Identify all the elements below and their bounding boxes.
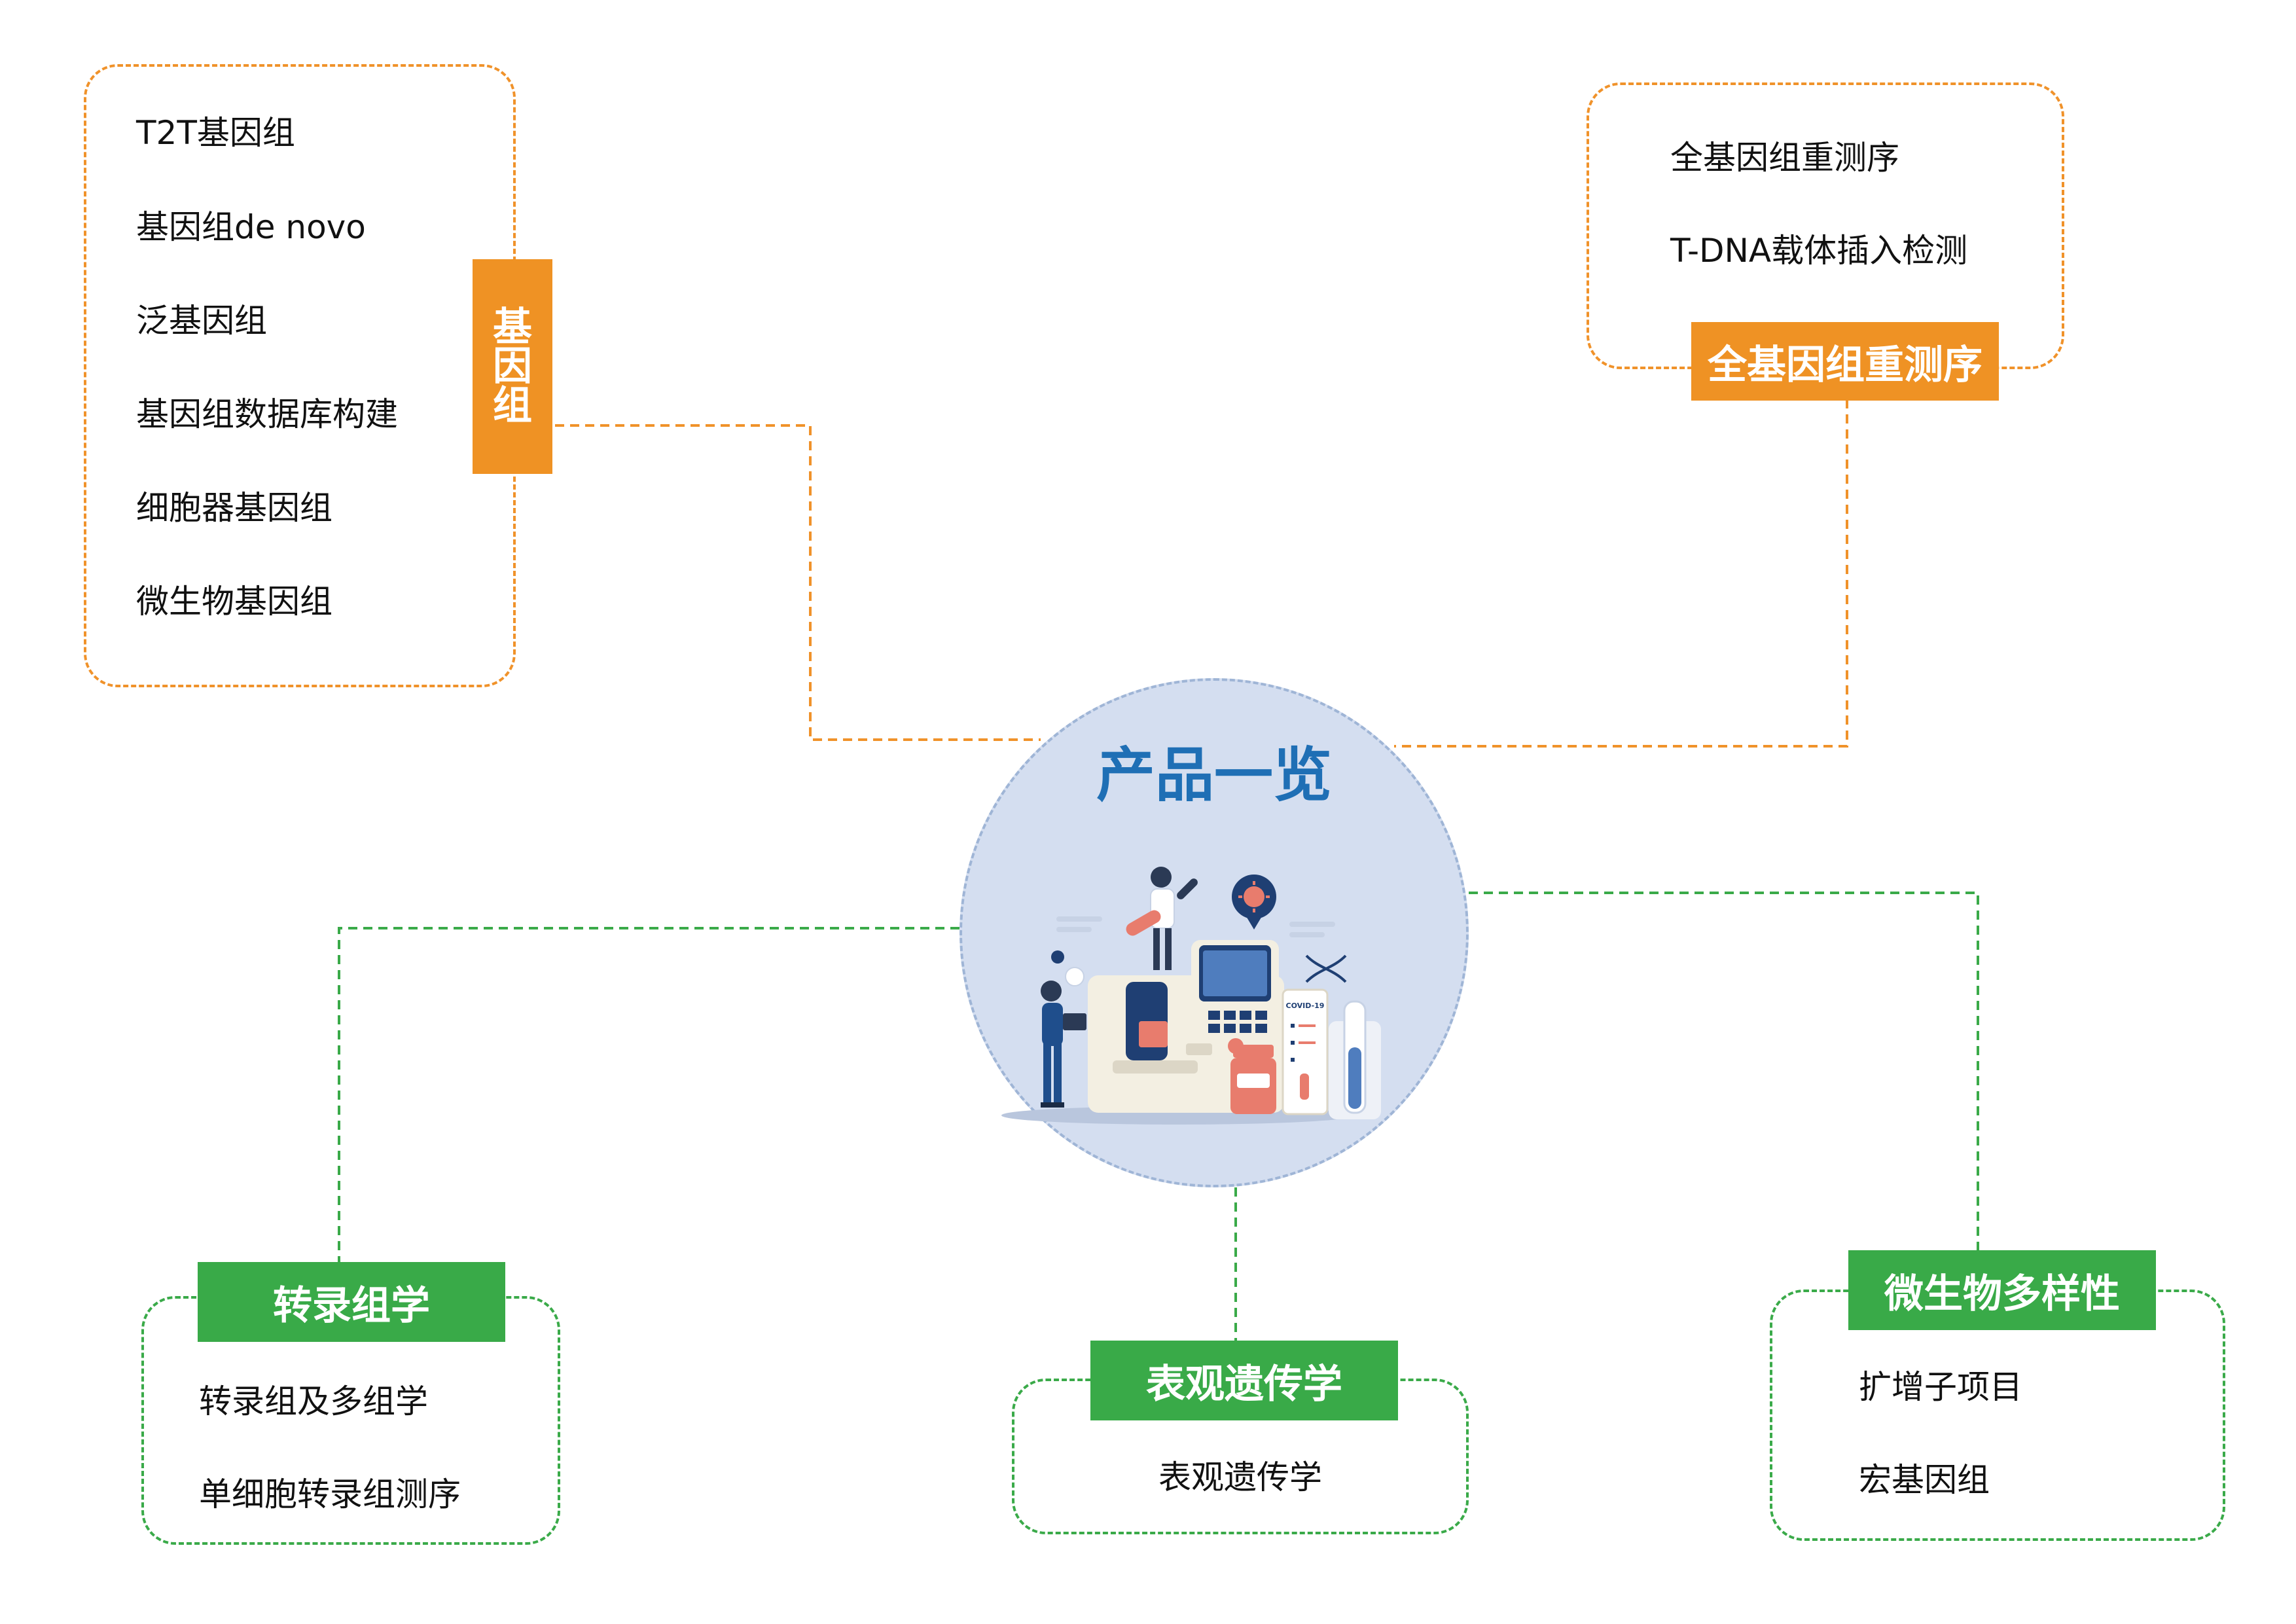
genome-item: 细胞器基因组 — [136, 489, 332, 527]
test-tube-icon — [1329, 1000, 1381, 1119]
dna-icon — [1305, 954, 1347, 983]
genome-item: 微生物基因组 — [136, 583, 332, 621]
center-title: 产品一览 — [1096, 741, 1332, 810]
scientist-top-icon — [1126, 867, 1198, 970]
genome-label-char: 基 — [493, 304, 532, 350]
sample-jar-icon — [1230, 1045, 1276, 1114]
connector-transcriptome — [338, 927, 960, 1262]
genome-label-char: 组 — [493, 383, 532, 429]
scientist-left-icon — [1041, 981, 1086, 1108]
data-lines-icon — [1056, 916, 1335, 937]
microbial-item: 扩增子项目 — [1859, 1368, 2022, 1406]
transcriptome-label: 转录组学 — [198, 1262, 505, 1342]
genome-label-char: 因 — [493, 344, 532, 389]
wgs-label: 全基因组重测序 — [1691, 322, 1999, 401]
transcriptome-item: 转录组及多组学 — [199, 1382, 428, 1420]
epigenetics-item: 表观遗传学 — [1158, 1458, 1322, 1496]
transcriptome-item: 单细胞转录组测序 — [199, 1475, 461, 1513]
test-kit-icon: COVID-19 — [1282, 988, 1329, 1115]
virus-icon — [1232, 875, 1276, 929]
microbial-item: 宏基因组 — [1859, 1461, 1990, 1499]
connector-genome — [555, 424, 1041, 741]
kit-label: COVID-19 — [1286, 1001, 1325, 1010]
wgs-item: 全基因组重测序 — [1670, 139, 1899, 177]
connector-microbial — [1469, 892, 1979, 1250]
connector-wgs — [1394, 399, 1848, 748]
microbial-label: 微生物多样性 — [1848, 1250, 2156, 1330]
genome-label: 基 因 组 — [473, 259, 552, 474]
genome-item: 泛基因组 — [136, 302, 267, 340]
alert-icon — [1051, 950, 1085, 986]
genome-item: 基因组de novo — [136, 208, 366, 246]
epigenetics-label: 表观遗传学 — [1090, 1341, 1398, 1420]
genome-item: 基因组数据库构建 — [136, 395, 398, 433]
genome-item: T2T基因组 — [136, 114, 295, 152]
wgs-item: T-DNA载体插入检测 — [1670, 232, 1968, 270]
